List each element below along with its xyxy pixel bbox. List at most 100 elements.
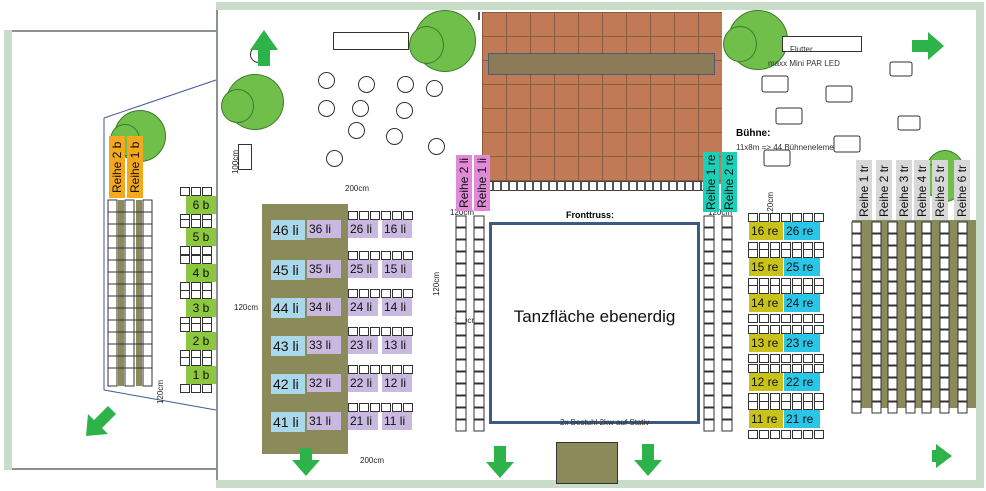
seat xyxy=(770,364,780,373)
table-label-li: 15 li xyxy=(382,260,412,278)
dim-120cm-right: 120cm xyxy=(708,208,733,217)
seat xyxy=(814,354,824,363)
seat xyxy=(180,187,190,196)
cocktail-table xyxy=(326,150,343,167)
seat xyxy=(191,187,201,196)
table-label-li: 26 li xyxy=(348,220,378,238)
table-label-li: 11 li xyxy=(382,412,412,430)
seat xyxy=(792,213,802,222)
seat xyxy=(191,255,201,264)
seat xyxy=(748,354,758,363)
table-label-b: 5 b xyxy=(186,228,216,246)
seat xyxy=(803,285,813,294)
seat xyxy=(370,327,380,336)
arrow-down-icon xyxy=(292,448,320,476)
top-left-box xyxy=(333,32,409,50)
seat xyxy=(348,211,358,220)
seat xyxy=(803,213,813,222)
table-label-li: 46 li xyxy=(271,220,305,240)
table-label-b: 1 b xyxy=(186,366,216,384)
seat xyxy=(392,289,402,298)
seat xyxy=(348,251,358,260)
light-label-2: maxx Mini PAR LED xyxy=(768,59,840,68)
seat xyxy=(803,314,813,323)
seat xyxy=(803,430,813,439)
cocktail-table xyxy=(352,100,369,117)
table-label-li: 12 li xyxy=(382,374,412,392)
dim-120cm-mid: 120cm xyxy=(450,208,475,217)
wall-strip-right xyxy=(976,2,984,488)
seat xyxy=(770,249,780,258)
seat xyxy=(814,285,824,294)
table-label-li: 21 li xyxy=(348,412,378,430)
seat xyxy=(381,289,391,298)
seat xyxy=(180,255,190,264)
cocktail-table xyxy=(426,80,443,97)
seat xyxy=(202,246,212,255)
seat xyxy=(191,219,201,228)
table-label-re: 14 re xyxy=(749,294,783,312)
seat xyxy=(781,285,791,294)
table-label-re: 26 re xyxy=(784,222,820,240)
seat xyxy=(792,285,802,294)
seat xyxy=(403,211,413,220)
cocktail-table xyxy=(396,102,413,119)
cocktail-table xyxy=(397,76,414,93)
seat xyxy=(191,357,201,366)
seat xyxy=(814,430,824,439)
cocktail-table xyxy=(318,100,335,117)
seat xyxy=(180,246,190,255)
front-truss xyxy=(476,181,716,191)
table-label-li: 23 li xyxy=(348,336,378,354)
tree-top-center xyxy=(409,10,476,72)
table-label-li: 13 li xyxy=(382,336,412,354)
seat xyxy=(759,354,769,363)
table-label-re: 25 re xyxy=(784,258,820,276)
table-label-li: 36 li xyxy=(307,220,341,238)
seat xyxy=(770,285,780,294)
seat xyxy=(770,325,780,334)
seat xyxy=(191,323,201,332)
table-label-b: 3 b xyxy=(186,299,216,317)
cocktail-table xyxy=(348,122,365,139)
cocktail-table xyxy=(358,76,375,93)
dim-200cm-top: 200cm xyxy=(345,184,370,193)
table-label-li: 42 li xyxy=(271,374,305,394)
arrow-down-icon xyxy=(634,444,662,476)
seat xyxy=(403,365,413,374)
seat xyxy=(792,401,802,410)
seat xyxy=(180,323,190,332)
seat xyxy=(759,314,769,323)
table-label-b: 2 b xyxy=(186,332,216,350)
seat xyxy=(202,290,212,299)
seat xyxy=(381,251,391,260)
seat xyxy=(803,325,813,334)
table-label-re: 15 re xyxy=(749,258,783,276)
seat xyxy=(359,289,369,298)
arrow-right-icon xyxy=(932,444,952,468)
seat xyxy=(348,365,358,374)
wall-strip-left xyxy=(4,30,12,470)
table-label-re: 11 re xyxy=(749,410,783,428)
seat xyxy=(370,289,380,298)
seat xyxy=(381,403,391,412)
seat xyxy=(770,354,780,363)
cocktail-table xyxy=(386,128,403,145)
dance-floor: Tanzfläche ebenerdig xyxy=(489,222,700,424)
seat xyxy=(202,219,212,228)
table-label-li: 45 li xyxy=(271,260,305,280)
table-label-b: 4 b xyxy=(186,264,216,282)
table-label-li: 32 li xyxy=(307,374,341,392)
seat xyxy=(770,401,780,410)
seat xyxy=(348,289,358,298)
seat xyxy=(191,290,201,299)
tree-top-right xyxy=(723,10,788,70)
seat xyxy=(781,314,791,323)
arrow-down-icon xyxy=(486,446,514,478)
seat xyxy=(792,364,802,373)
table-label-li: 34 li xyxy=(307,298,341,316)
top-right-box xyxy=(782,36,862,52)
seat xyxy=(759,430,769,439)
seat xyxy=(359,211,369,220)
